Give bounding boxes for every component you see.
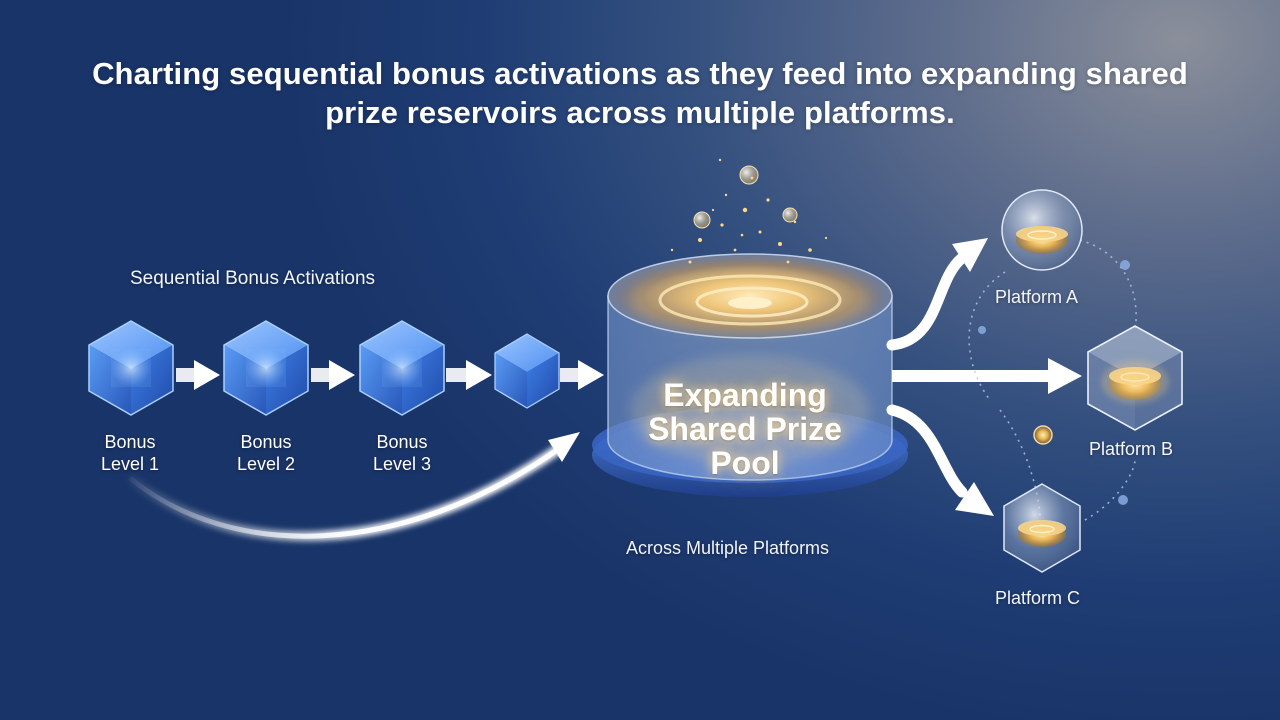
platform-b-label: Platform B — [1089, 439, 1174, 459]
glass-cube-icon-platform-b — [1087, 325, 1183, 431]
bonus-level-2-label: Bonus Level 2 — [236, 432, 296, 474]
arrow-icon-3-4 — [446, 360, 492, 390]
bubble-icons — [693, 165, 798, 229]
sparkles-icon — [670, 158, 828, 264]
platform-c-label: Platform C — [995, 588, 1081, 608]
dotted-connector-lines — [968, 239, 1137, 521]
cube-icon-level-2 — [223, 320, 309, 416]
node-dots — [978, 260, 1130, 505]
arrow-icon-2-3 — [311, 360, 355, 390]
arrow-icon-to-platform-b — [892, 358, 1082, 394]
pool-label: Expanding Shared Prize Pool — [648, 377, 842, 481]
curved-arrow-icon — [126, 432, 580, 542]
platform-a-label: Platform A — [995, 287, 1079, 307]
bonus-level-1-label: Bonus Level 1 — [100, 432, 160, 474]
glass-hex-icon-platform-c — [1003, 483, 1081, 573]
bonus-level-3-label: Bonus Level 3 — [372, 432, 432, 474]
across-platforms-label: Across Multiple Platforms — [626, 538, 830, 558]
arrow-icon-1-2 — [176, 360, 220, 390]
arrow-icon-to-platform-a — [886, 238, 988, 351]
arrow-icon-4-pool — [560, 360, 604, 390]
arrow-icon-to-platform-c — [886, 404, 994, 516]
pool-cylinder-icon — [592, 253, 908, 497]
cube-icon-small — [494, 333, 560, 409]
page-title: Charting sequential bonus activations as… — [92, 56, 1188, 130]
cube-icon-level-1 — [88, 320, 174, 416]
sphere-icon-platform-a — [1001, 189, 1083, 271]
sequence-label: Sequential Bonus Activations — [130, 268, 376, 289]
cube-icon-level-3 — [359, 320, 445, 416]
